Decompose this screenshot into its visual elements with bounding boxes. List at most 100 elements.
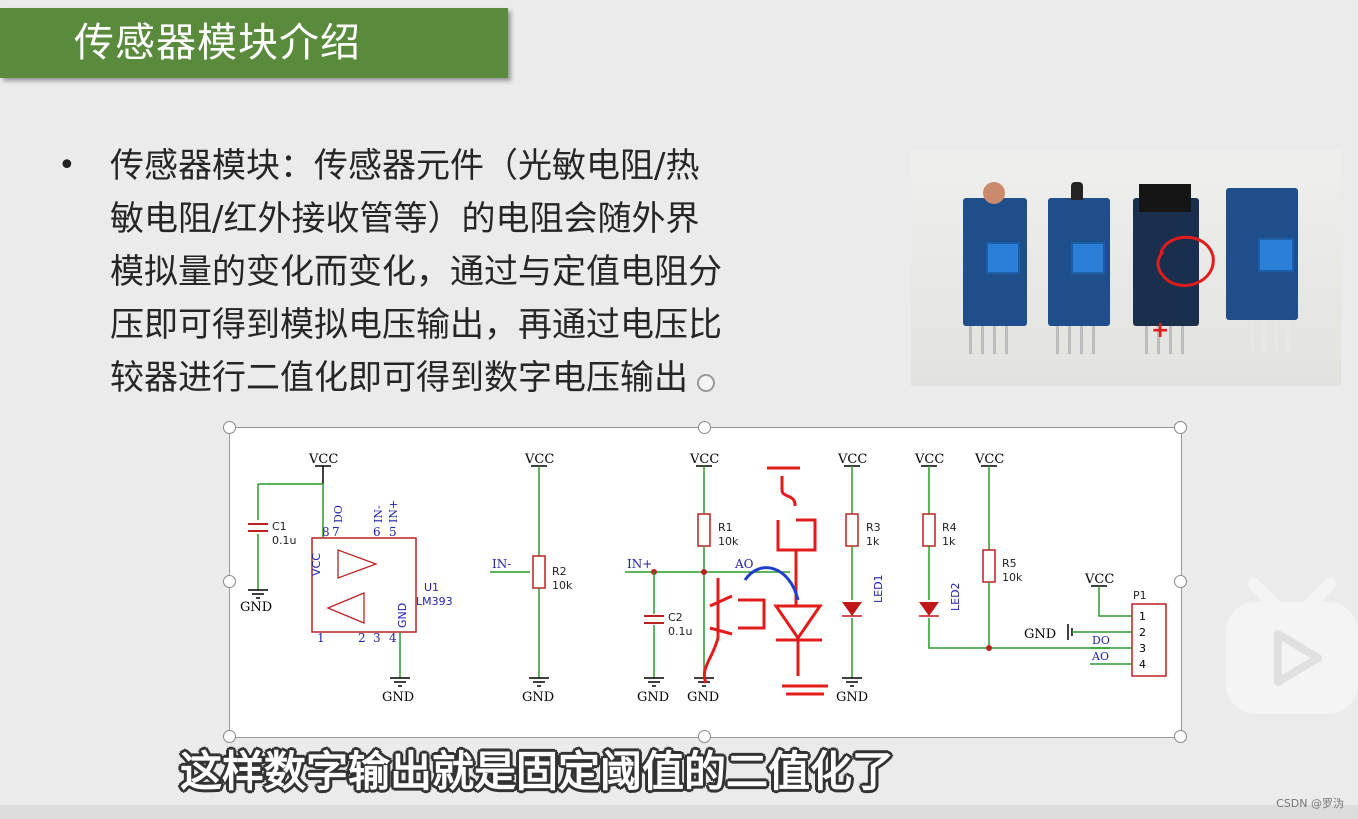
bullet-line: 敏电阻/红外接收管等）的电阻会随外界 [110,199,700,239]
resize-handle-e[interactable] [1174,575,1187,588]
header-pin [981,326,984,354]
resize-handle-sw[interactable] [223,730,236,743]
r5-ref-label: R5 [1002,557,1017,570]
header-pin [1080,326,1083,354]
header-pin [1092,326,1095,354]
video-subtitle: 这样数字输出就是固定阈值的二值化了 [180,747,895,796]
pin-label: 3 [373,631,381,645]
p1-ref-label: P1 [1133,589,1147,602]
pin-label: 2 [358,631,366,645]
photoresistor-element [983,182,1005,204]
bullet-paragraph: 传感器模块：传感器元件（光敏电阻/热 敏电阻/红外接收管等）的电阻会随外界 模拟… [110,140,890,405]
c1-val-label: 0.1u [272,534,296,547]
header-pin [1169,326,1172,354]
gnd-label: GND [687,690,719,705]
header-pin [1287,320,1290,354]
bullet-line: 压即可得到模拟电压输出，再通过电压比 [110,305,722,345]
gnd-label: GND [382,690,414,705]
header-pin [1251,320,1254,354]
sensor-board-ir-slot [1133,198,1199,326]
header-pin [1056,326,1059,354]
rotate-handle[interactable] [697,374,715,392]
r1-ref-label: R1 [718,521,733,534]
u1-gnd-pin-label: GND [396,603,409,628]
pin-label: 5 [389,525,397,539]
p1-pin-label: 4 [1139,658,1146,671]
c2-val-label: 0.1u [668,625,692,638]
r3-val-label: 1k [866,535,880,548]
header-pin [969,326,972,354]
gnd-label: GND [522,690,554,705]
pin-label: 1 [317,631,325,645]
vcc-label: VCC [689,452,719,467]
vcc-label: VCC [308,452,338,467]
bullet-line: 传感器模块：传感器元件（光敏电阻/热 [110,146,700,186]
r4-val-label: 1k [942,535,956,548]
play-icon[interactable] [1222,576,1358,716]
gnd-label: GND [836,690,868,705]
do-pin-label: DO [332,505,345,523]
c2-ref-label: C2 [668,611,683,624]
ao-net-label: AO [1091,650,1109,663]
header-pin [1068,326,1071,354]
header-pin [1263,320,1266,354]
slide-title-bar: 传感器模块介绍 [0,8,508,78]
gnd-label: GND [637,690,669,705]
schematic-diagram[interactable]: VCC C1 0.1u GND VCC GND U1 [229,427,1182,738]
gnd-label: GND [240,600,272,615]
watermark: CSDN @罗沩 [1276,797,1344,810]
vcc-label: VCC [974,452,1004,467]
schematic-svg: VCC C1 0.1u GND VCC GND U1 [240,452,1167,705]
r2-ref-label: R2 [552,565,567,578]
potentiometer [1071,242,1105,274]
header-pin [1181,326,1184,354]
header-pin [1145,326,1148,354]
vcc-label: VCC [1084,572,1114,587]
resize-handle-nw[interactable] [223,421,236,434]
resize-handle-s[interactable] [698,730,711,743]
potentiometer [986,242,1020,274]
r2-val-label: 10k [552,579,573,592]
bullet-marker: • [58,148,76,183]
bullet-line: 较器进行二值化即可得到数字电压输出 [110,358,688,398]
in-plus-label: IN+ [627,557,652,571]
resize-handle-n[interactable] [698,421,711,434]
header-pin [1275,320,1278,354]
red-circle-annotation [1156,235,1215,287]
r3-ref-label: R3 [866,521,881,534]
handdrawn-red-annotation [703,466,828,696]
header-pin [1157,326,1160,354]
gnd-label: GND [1024,627,1056,642]
header-pin [993,326,996,354]
vcc-label: VCC [914,452,944,467]
slide-title: 传感器模块介绍 [74,20,361,66]
led2-label: LED2 [949,582,962,611]
vcc-label: VCC [524,452,554,467]
do-net-label: DO [1092,634,1110,647]
u1-vcc-pin-label: VCC [310,553,323,576]
pin-label: 7 [332,525,340,539]
pin-label: 4 [389,631,397,645]
resize-handle-se[interactable] [1174,730,1187,743]
p1-pin-label: 1 [1139,610,1146,623]
handdrawn-blue-annotation [743,566,800,601]
resize-handle-w[interactable] [223,575,236,588]
u1-val-label: LM393 [416,595,453,608]
r1-val-label: 10k [718,535,739,548]
led1-label: LED1 [872,574,885,603]
ao-label: AO [734,557,754,571]
c1-ref-label: C1 [272,520,287,533]
plus-annotation: + [1151,318,1170,343]
thermistor-element [1071,182,1083,200]
p1-pin-label: 3 [1139,642,1146,655]
in-plus-pin-label: IN+ [387,500,400,523]
in-minus-label: IN- [492,557,511,571]
potentiometer [1258,238,1294,272]
pin-label: 8 [322,525,330,539]
bottom-strip [0,805,1358,819]
p1-pin-label: 2 [1139,626,1146,639]
resize-handle-ne[interactable] [1174,421,1187,434]
header-pin [1005,326,1008,354]
ir-slot-element [1139,184,1191,212]
